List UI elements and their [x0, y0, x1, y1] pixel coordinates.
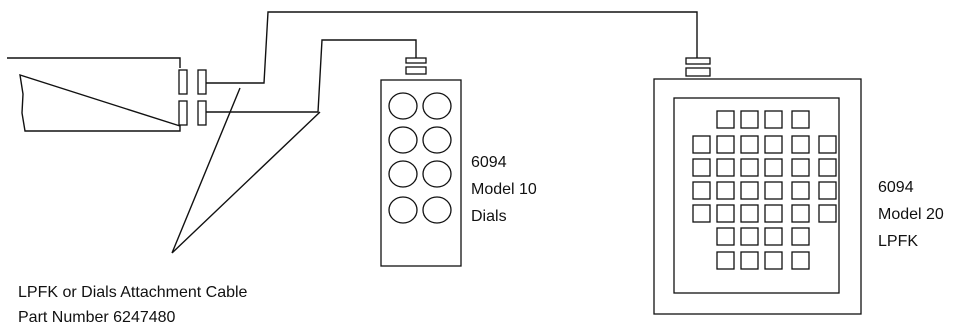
lpfk-key [791, 227, 810, 246]
lpfk-model-label: Model 20 [878, 206, 944, 223]
cable-plug-top [197, 69, 207, 95]
lpfk-key [716, 110, 735, 129]
cable-to-lpfk [206, 11, 698, 84]
lpfk-key [740, 158, 759, 177]
adapter-card [7, 57, 188, 132]
lpfk-key [692, 204, 711, 223]
dial-knobs [388, 92, 452, 224]
cable-callout-lines [171, 87, 321, 254]
lpfk-key [764, 251, 783, 270]
lpfk-name-label: LPFK [878, 233, 918, 250]
lpfk-key [764, 181, 783, 200]
lpfk-key [818, 204, 837, 223]
card-connector-bottom [178, 100, 188, 126]
cable-description-label: LPFK or Dials Attachment Cable [18, 284, 248, 301]
lpfk-key [716, 227, 735, 246]
dial-knob [388, 160, 418, 188]
lpfk-key [791, 251, 810, 270]
lpfk-key [764, 204, 783, 223]
lpfk-key [818, 158, 837, 177]
lpfk-key [716, 158, 735, 177]
lpfk-key [791, 158, 810, 177]
lpfk-key [740, 110, 759, 129]
dials-connector-lower [405, 66, 427, 75]
cable-part-number-label: Part Number 6247480 [18, 309, 176, 326]
lpfk-key [764, 110, 783, 129]
dials-name-label: Dials [471, 208, 507, 225]
lpfk-key [818, 181, 837, 200]
dial-knob [388, 126, 418, 154]
dials-connector-upper [405, 57, 427, 64]
lpfk-key [764, 158, 783, 177]
dial-knob [388, 92, 418, 120]
lpfk-key [716, 251, 735, 270]
lpfk-connector-upper [685, 57, 711, 65]
lpfk-keys [692, 110, 837, 270]
lpfk-key [764, 135, 783, 154]
lpfk-key [716, 204, 735, 223]
lpfk-key [692, 158, 711, 177]
dial-knob [422, 196, 452, 224]
dial-knob [388, 196, 418, 224]
lpfk-key [740, 204, 759, 223]
dials-device [380, 57, 462, 267]
lpfk-key [692, 135, 711, 154]
lpfk-key [716, 181, 735, 200]
lpfk-key [791, 110, 810, 129]
dials-model-label: Model 10 [471, 181, 537, 198]
lpfk-key [692, 181, 711, 200]
card-connector-top [178, 69, 188, 95]
dial-knob [422, 160, 452, 188]
dials-number-label: 6094 [471, 154, 507, 171]
lpfk-key [740, 251, 759, 270]
lpfk-key [740, 135, 759, 154]
lpfk-key [740, 181, 759, 200]
lpfk-key [791, 135, 810, 154]
lpfk-key [818, 135, 837, 154]
dial-knob [422, 92, 452, 120]
lpfk-key [791, 181, 810, 200]
cable-to-dials [206, 39, 417, 113]
lpfk-connector-lower [685, 67, 711, 77]
lpfk-number-label: 6094 [878, 179, 914, 196]
lpfk-key [740, 227, 759, 246]
lpfk-key [716, 135, 735, 154]
dial-knob [422, 126, 452, 154]
lpfk-device [653, 57, 862, 315]
lpfk-key [764, 227, 783, 246]
lpfk-key [791, 204, 810, 223]
cable-plug-bottom [197, 100, 207, 126]
